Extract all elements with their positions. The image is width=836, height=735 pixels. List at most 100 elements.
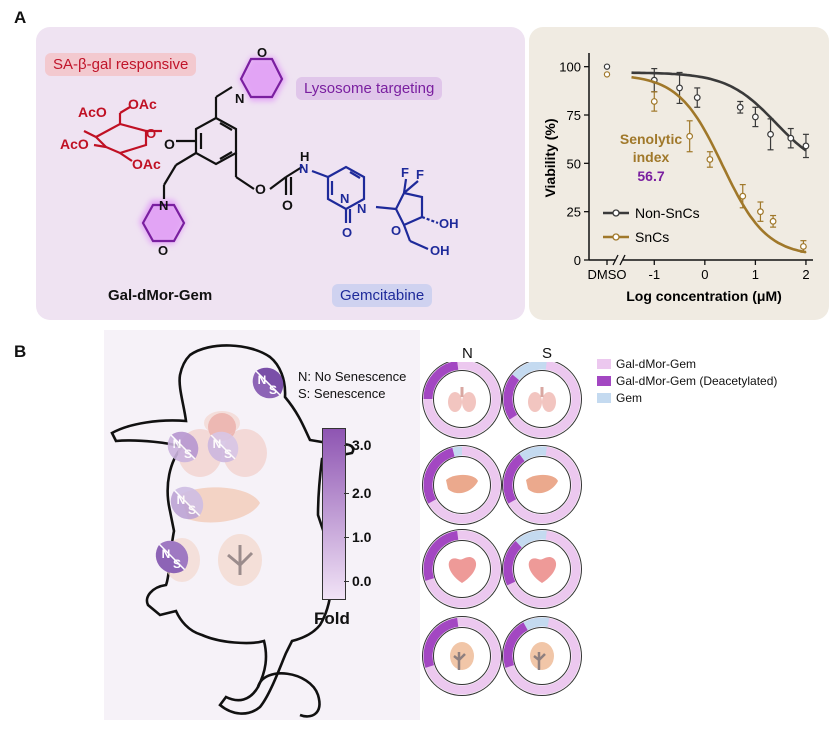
morpholine-top-n: N	[235, 91, 244, 106]
donut-legend-label: Gem	[616, 391, 643, 405]
y-tick-label: 0	[574, 253, 581, 268]
ester-oxygen: O	[255, 181, 266, 197]
donut-segment-deacetylated	[503, 622, 529, 668]
lung-lobe	[542, 392, 556, 412]
legend-ns-circle: NS	[252, 367, 284, 399]
donut-outer-ring	[422, 362, 502, 439]
legend-label-sncs: SnCs	[635, 229, 669, 245]
ns-circle-kidney: NS	[155, 540, 189, 574]
data-point	[767, 130, 774, 138]
ns-half-s	[171, 431, 199, 459]
colorbar	[322, 428, 346, 600]
ns-circle-lung-left: NS	[167, 431, 199, 463]
fluorine-1: F	[401, 165, 409, 180]
colorbar-tick-label: 3.0	[352, 437, 372, 453]
donut-outer-ring	[502, 529, 582, 609]
lung-icon	[448, 387, 476, 412]
ns-label-s: S	[188, 503, 196, 517]
donut-segment-deacetylated	[423, 530, 459, 581]
donut-segment-gem	[523, 617, 550, 631]
donut-heart-s	[502, 529, 582, 609]
x-tick-label: DMSO	[588, 267, 627, 282]
legend-senescence: S: Senescence	[298, 386, 386, 401]
data-point	[686, 132, 694, 140]
ns-divider	[210, 434, 236, 460]
morpholine-bottom-n: N	[159, 198, 168, 213]
morpholine-top	[239, 57, 284, 99]
ns-half-s	[256, 367, 284, 395]
colorbar-tick-label: 1.0	[352, 529, 372, 545]
y-axis-label: Viability (%)	[542, 118, 558, 197]
ring-oxygen: O	[146, 126, 156, 141]
legend-marker	[612, 233, 620, 241]
donut-segment-deacetylated	[503, 453, 525, 504]
donut-segment-gem	[515, 530, 547, 548]
amide-n: N	[299, 161, 308, 176]
morpholine-bottom-o: O	[158, 243, 168, 258]
y-tick-label: 75	[567, 108, 581, 123]
phenol-oxygen: O	[164, 136, 175, 152]
annotation-senolytic: Senolytic	[620, 131, 682, 147]
data-point	[800, 243, 807, 250]
aco-top: AcO	[78, 104, 107, 120]
donut-lung-n	[422, 362, 502, 439]
ns-divider	[158, 543, 186, 571]
tag-lysosome-targeting: Lysosome targeting	[296, 77, 443, 100]
donut-grid	[422, 362, 582, 696]
donut-segment-deacetylated	[423, 447, 455, 504]
fit-curve-non-sncs	[631, 71, 807, 152]
data-point	[751, 113, 759, 121]
colorbar-tick	[344, 493, 349, 494]
ns-half-n	[170, 490, 200, 520]
column-header-s: S	[542, 345, 553, 362]
donut-segment-deacetylated	[503, 540, 522, 586]
ns-label-s: S	[173, 557, 181, 571]
ns-half-s	[174, 486, 204, 516]
ns-label-n: N	[213, 437, 222, 451]
colorbar-title: Fold	[314, 609, 350, 628]
faint-ureter-icon	[227, 545, 254, 575]
mouse-outline	[110, 344, 355, 715]
data-point-dmso	[603, 63, 611, 70]
galactose-ring	[83, 106, 162, 162]
donut-legend-swatch	[597, 359, 611, 369]
lung-lobe	[528, 392, 542, 412]
donut-inner-ring	[513, 370, 571, 428]
aco-left: AcO	[60, 136, 89, 152]
donut-liver-s	[502, 445, 582, 525]
panel-label-a: A	[14, 8, 27, 27]
ns-label-n: N	[173, 437, 182, 451]
mouse-tail	[256, 672, 321, 718]
data-point	[706, 156, 714, 163]
morpholine-top-o: O	[257, 45, 267, 60]
donut-heart-n	[422, 529, 502, 609]
sugar-oxygen: O	[391, 223, 401, 238]
oac-top: OAc	[128, 96, 157, 112]
ns-half-s	[159, 540, 189, 570]
y-tick-label: 25	[567, 205, 581, 220]
data-point-dmso	[603, 71, 611, 78]
donut-outer-ring	[422, 616, 502, 696]
donut-outer-ring	[422, 445, 502, 525]
carbonyl-oxygen: O	[282, 197, 293, 213]
liver-shape	[446, 474, 478, 494]
chemical-structure: O OAc AcO AcO OAc O N O N O O O H N	[60, 45, 459, 258]
benzene-ring	[162, 86, 303, 199]
donut-lung-s	[502, 362, 582, 439]
oac-bottom: OAc	[132, 156, 161, 172]
data-point	[739, 192, 747, 200]
donut-segment-deacetylated	[423, 617, 459, 668]
ns-half-n	[155, 544, 185, 574]
donut-segment-gem	[512, 362, 547, 381]
heart-icon	[528, 557, 557, 583]
donut-legend-label: Gal-dMor-Gem (Deacetylated)	[616, 374, 778, 388]
legend-marker	[612, 209, 620, 217]
panel-label-b: B	[14, 342, 27, 361]
ns-label-n: N	[258, 373, 267, 387]
y-tick-label: 100	[559, 60, 581, 75]
axis-break-mark	[612, 254, 619, 266]
ns-label-s: S	[224, 447, 232, 461]
data-point	[802, 142, 810, 150]
x-tick-label: -1	[648, 267, 660, 282]
tag-sa-gal-responsive: SA-β-gal responsive	[45, 53, 197, 76]
